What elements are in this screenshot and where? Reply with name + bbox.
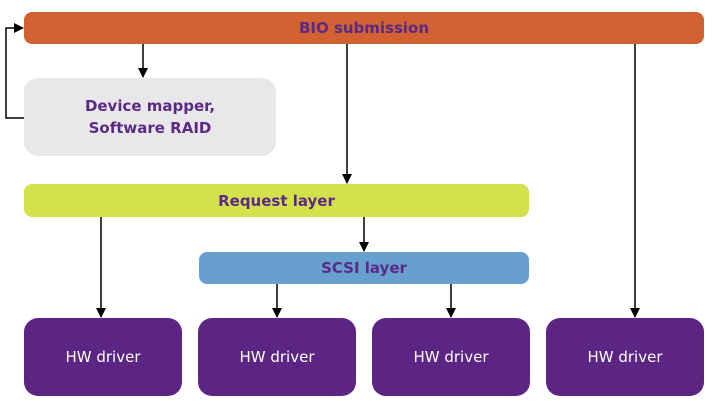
bio-submission-box: BIO submission [24, 12, 704, 44]
bio-submission-label: BIO submission [298, 19, 430, 37]
hw-driver-label: HW driver [65, 348, 141, 366]
request-layer-box: Request layer [24, 184, 529, 217]
device-mapper-label-line-1: Device mapper, [84, 97, 216, 115]
scsi-layer-label: SCSI layer [321, 259, 407, 277]
device-mapper-label-line-2: Software RAID [88, 119, 212, 137]
hw-driver-box-1: HW driver [24, 318, 182, 396]
hw-driver-label: HW driver [239, 348, 315, 366]
hw-driver-label: HW driver [413, 348, 489, 366]
scsi-layer-box: SCSI layer [199, 252, 529, 284]
hw-driver-box-3: HW driver [372, 318, 530, 396]
hw-driver-label: HW driver [587, 348, 663, 366]
hw-driver-box-2: HW driver [198, 318, 356, 396]
hw-driver-box-4: HW driver [546, 318, 704, 396]
device-mapper-box: Device mapper, Software RAID [24, 78, 276, 156]
request-layer-label: Request layer [218, 191, 335, 210]
arrow-device-mapper-loop-to-bio [5, 23, 24, 119]
